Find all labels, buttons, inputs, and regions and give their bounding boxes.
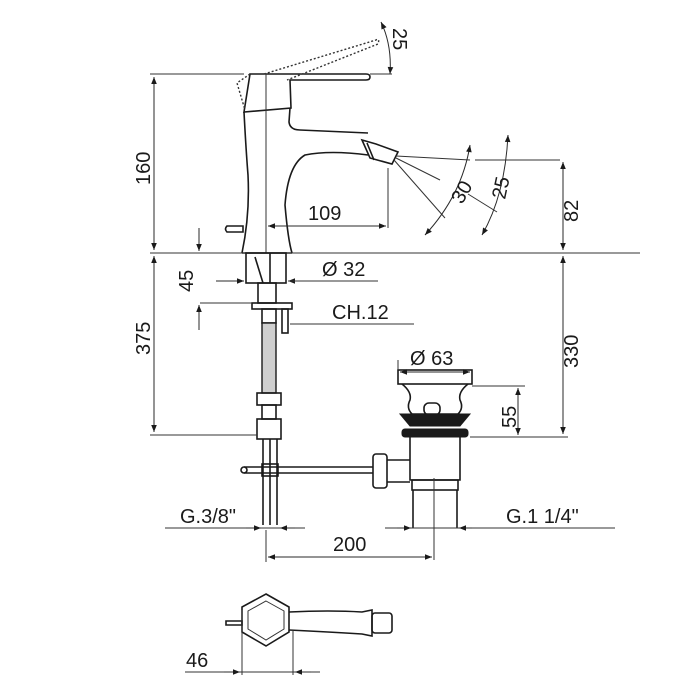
centre-distance-label: 200 [333,534,366,556]
base-height-45-label: 45 [176,270,198,292]
lever-angle-label: 25 [388,28,410,50]
waste-diameter-label: Ø 63 [410,348,453,370]
spout-height-82-label: 82 [561,200,583,222]
spray-lines [393,155,560,219]
height-160-label: 160 [133,152,155,185]
plan-view-handle [225,593,393,647]
length-375-label: 375 [133,322,155,355]
popup-rod [240,463,373,477]
spray-angle-30-label: 30 [447,177,477,207]
base-diameter-label: Ø 32 [322,259,365,281]
depth-330-label: 330 [561,335,583,368]
spray-angle-25-label: 25 [488,175,514,201]
wrench-size-label: CH.12 [332,302,389,324]
supply-thread-label: G.3/8" [180,506,236,528]
waste-height-55-label: 55 [499,406,521,428]
waste-thread-label: G.1 1/4" [506,506,579,528]
plan-width-46-label: 46 [186,650,208,672]
waste-assembly [372,369,473,560]
reach-109-label: 109 [308,203,341,225]
shank-assembly [245,252,293,525]
